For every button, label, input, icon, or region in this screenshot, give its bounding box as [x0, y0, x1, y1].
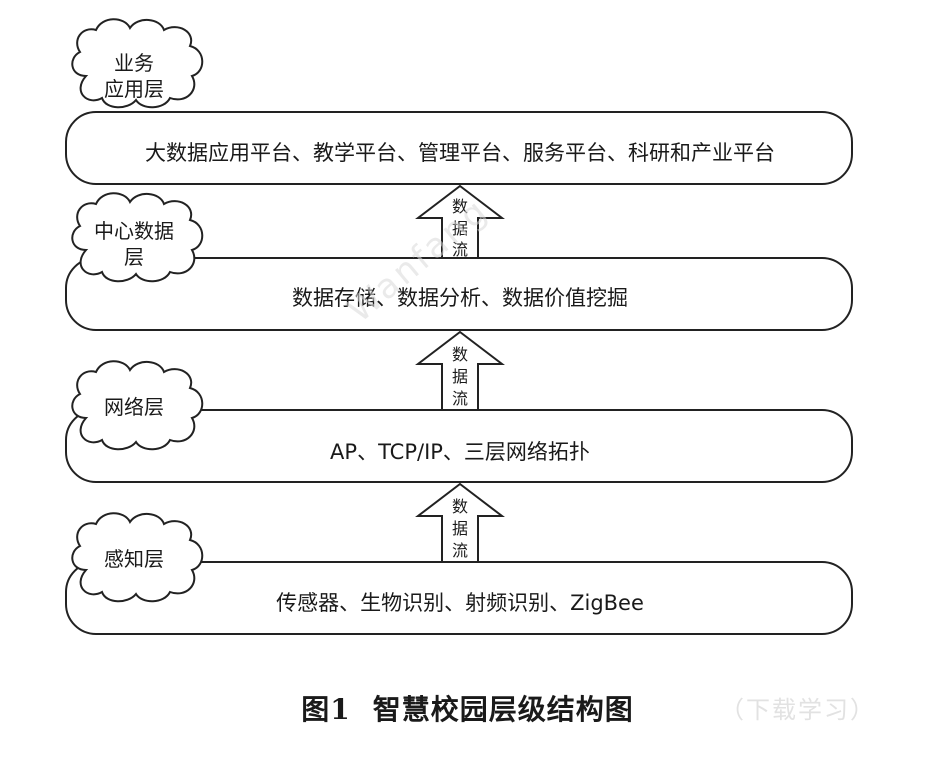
arrow-label-char: 数 [452, 497, 468, 516]
arrow-label-char: 流 [452, 389, 468, 408]
layer-content: 数据存储、数据分析、数据价值挖掘 [292, 286, 628, 310]
cloud-label-line1: 网络层 [104, 395, 164, 419]
cloud-label-line1: 业务 [114, 51, 154, 75]
layer-perception: 感知层 传感器、生物识别、射频识别、ZigBee [65, 512, 853, 635]
arrow-label-char: 据 [452, 367, 468, 386]
arrow-label-char: 据 [452, 519, 468, 538]
corner-watermark: （下载学习） [720, 696, 876, 724]
layer-content: AP、TCP/IP、三层网络拓扑 [330, 440, 590, 464]
figure-number: 图1 [301, 693, 351, 726]
cloud-label-line2: 层 [124, 245, 144, 269]
up-arrow-icon [415, 482, 505, 563]
layer-bar [65, 111, 853, 185]
arrow-label-char: 流 [452, 240, 468, 259]
cloud-label-line1: 中心数据 [94, 219, 174, 243]
arrow-label-char: 据 [452, 219, 468, 238]
up-arrow-icon [415, 330, 505, 411]
data-flow-arrow-middle: 数 据 流 [415, 330, 505, 411]
layer-content: 大数据应用平台、教学平台、管理平台、服务平台、科研和产业平台 [145, 141, 775, 165]
figure-caption: 图1 智慧校园层级结构图 [0, 688, 935, 728]
up-arrow-icon [415, 184, 505, 259]
cloud-label-line1: 感知层 [104, 547, 164, 571]
layer-network: 网络层 AP、TCP/IP、三层网络拓扑 [65, 360, 853, 483]
layer-application: 业务 应用层 大数据应用平台、教学平台、管理平台、服务平台、科研和产业平台 [65, 18, 853, 185]
layer-data-center: 中心数据 层 数据存储、数据分析、数据价值挖掘 [65, 192, 853, 331]
data-flow-arrow-bottom: 数 据 流 [415, 482, 505, 563]
arrow-label-char: 数 [452, 197, 468, 216]
arrow-label-char: 流 [452, 541, 468, 560]
arrow-label-char: 数 [452, 345, 468, 364]
cloud-label-line2: 应用层 [104, 77, 164, 101]
data-flow-arrow-top: 数 据 流 [415, 184, 505, 259]
layer-content: 传感器、生物识别、射频识别、ZigBee [276, 591, 644, 615]
figure-title: 智慧校园层级结构图 [372, 693, 634, 726]
